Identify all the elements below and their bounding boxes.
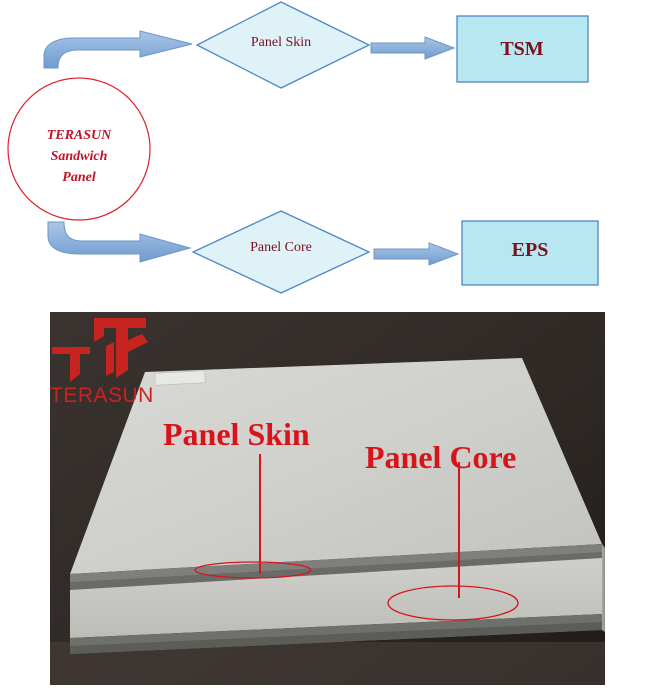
sandwich-panel-circle: TERASUN Sandwich Panel	[7, 77, 151, 221]
box-eps: EPS	[461, 220, 599, 286]
straight-arrow-top	[370, 36, 456, 60]
diamond-label-panel-core: Panel Core	[250, 240, 312, 255]
circle-label-line-3: Panel	[62, 170, 96, 185]
panel-photo-illustration	[50, 312, 605, 685]
circle-label-line-1: TERASUN	[47, 128, 112, 143]
label-panel-core: Panel Core	[365, 439, 517, 475]
circle-label-line-2: Sandwich	[51, 149, 108, 164]
box-tsm: TSM	[456, 15, 589, 83]
diamond-label-panel-skin: Panel Skin	[251, 35, 311, 50]
diamond-panel-core: Panel Core	[191, 210, 371, 294]
terasun-logo-mark	[52, 318, 148, 382]
panel-skin-pointer	[194, 454, 312, 579]
panel-core-layer	[70, 558, 602, 638]
curved-arrow-top	[43, 30, 193, 69]
panel-sticker	[154, 370, 206, 386]
panel-core-pointer	[387, 462, 519, 621]
panel-right-side	[602, 544, 605, 632]
flow-diagram: TERASUN Sandwich Panel Panel Skin Panel …	[7, 1, 599, 294]
box-label-tsm: TSM	[500, 38, 543, 60]
straight-arrow-bottom	[373, 242, 460, 266]
terasun-logo-text: TERASUN	[50, 384, 154, 407]
diamond-panel-skin: Panel Skin	[195, 1, 371, 89]
label-panel-skin: Panel Skin	[163, 416, 310, 452]
sandwich-panel-photo: TERASUN Panel Skin Panel Core	[50, 312, 605, 685]
panel-top-surface	[70, 358, 602, 574]
curved-arrow-bottom	[47, 221, 192, 263]
box-label-eps: EPS	[512, 239, 549, 261]
